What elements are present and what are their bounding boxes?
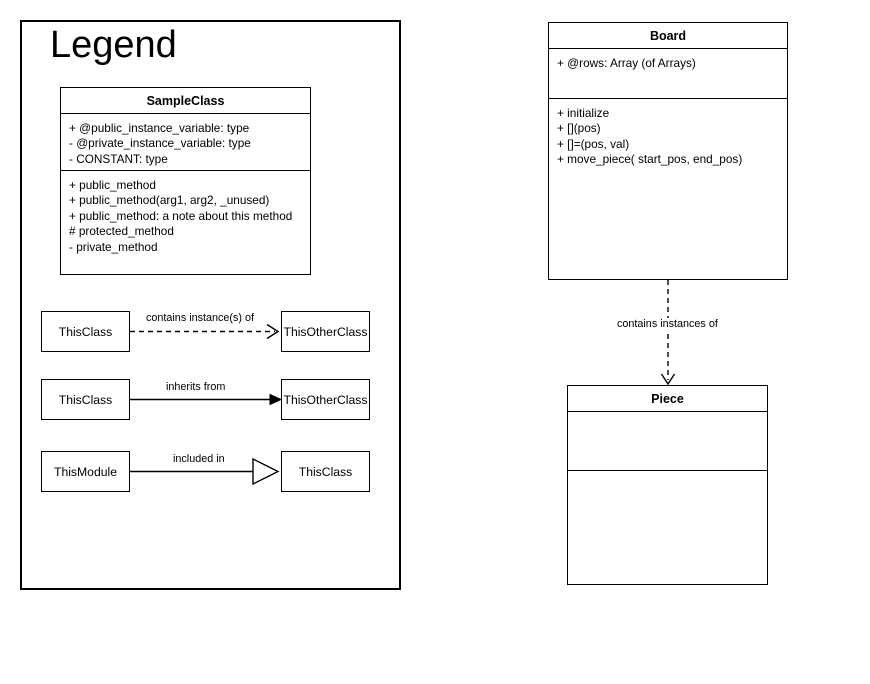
uml-method-line: # protected_method [69,224,174,239]
relation-target-box[interactable]: ThisClass [281,451,370,492]
uml-attribute-line: - @private_instance_variable: type [69,136,251,151]
uml-method-line: + [](pos) [557,121,601,136]
relation-connector-solid [130,393,283,406]
relation-label: included in [170,453,228,466]
relation-source-box[interactable]: ThisModule [41,451,130,492]
uml-method-line: + []=(pos, val) [557,136,630,151]
relation-source-box[interactable]: ThisClass [41,311,130,352]
uml-method-line: + initialize [557,106,610,120]
uml-attributes-compartment: + @public_instance_variable: type - @pri… [61,114,310,171]
relation-connector-dashed [130,323,280,340]
uml-attribute-line: + @public_instance_variable: type [69,121,250,135]
uml-attribute-line: + @rows: Array (of Arrays) [557,56,696,70]
uml-attribute-line: - CONSTANT: type [69,151,168,166]
relation-connector-inclusion [130,457,280,486]
uml-method-line: + public_method(arg1, arg2, _unused) [69,193,270,208]
uml-class-board[interactable]: Board + @rows: Array (of Arrays) + initi… [548,22,788,280]
relation-label: inherits from [163,381,229,394]
uml-methods-compartment [568,471,767,485]
uml-method-line: - private_method [69,239,158,254]
uml-method-line: + move_piece( start_pos, end_pos) [557,152,743,167]
uml-class-name: Board [549,23,787,49]
relation-target-box[interactable]: ThisOtherClass [281,379,370,420]
uml-methods-compartment: + initialize + [](pos) + []=(pos, val) +… [549,99,787,175]
relation-label: contains instance(s) of [143,312,258,325]
board-piece-label: contains instances of [614,318,721,331]
uml-method-line: + public_method [69,178,156,192]
uml-method-line: + public_method: a note about this metho… [69,208,293,223]
uml-class-name: SampleClass [61,88,310,114]
uml-methods-compartment: + public_method + public_method(arg1, ar… [61,171,310,262]
uml-class-piece[interactable]: Piece [567,385,768,585]
legend-title: Legend [50,24,177,66]
uml-class-sampleclass[interactable]: SampleClass + @public_instance_variable:… [60,87,311,275]
relation-source-box[interactable]: ThisClass [41,379,130,420]
uml-class-name: Piece [568,386,767,412]
relation-target-box[interactable]: ThisOtherClass [281,311,370,352]
uml-attributes-compartment [568,412,767,471]
board-piece-connector [660,280,676,386]
uml-attributes-compartment: + @rows: Array (of Arrays) [549,49,787,99]
